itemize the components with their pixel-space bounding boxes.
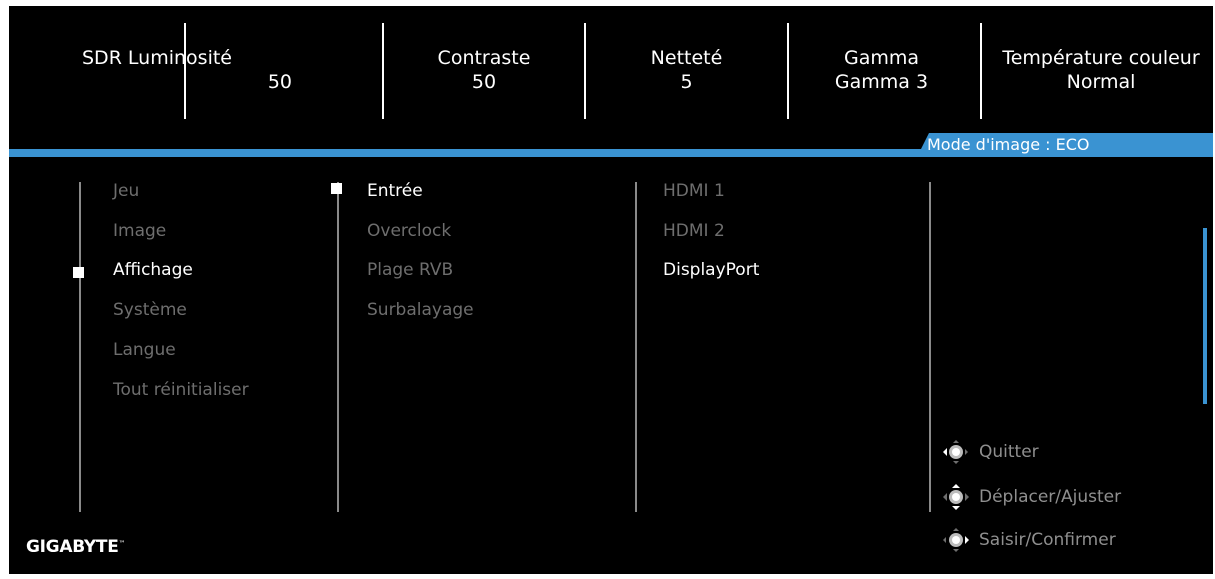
joystick-move-icon [943, 484, 969, 510]
top-item-label: Contraste [437, 47, 531, 69]
main-menu-item-game[interactable]: Jeu [113, 181, 140, 201]
top-divider [980, 23, 982, 119]
top-item-value: 50 [267, 71, 292, 93]
main-menu-item-language[interactable]: Langue [113, 340, 176, 360]
joystick-press-icon [943, 528, 969, 552]
top-item-label: Netteté [650, 47, 723, 69]
top-item-value: 50 [471, 71, 497, 93]
column-divider [635, 182, 637, 512]
sub-menu-item-overscan[interactable]: Surbalayage [367, 300, 474, 320]
top-item-sharpness[interactable]: Netteté 5 [604, 46, 769, 94]
top-divider [184, 23, 186, 119]
top-item-value: Normal [1066, 71, 1136, 93]
top-item-label: SDR Luminosité [82, 47, 232, 69]
top-item-value: 5 [680, 71, 693, 93]
gigabyte-logo: GIGABYTE™ [26, 537, 126, 557]
option-hdmi-1[interactable]: HDMI 1 [663, 181, 725, 201]
main-menu-item-picture[interactable]: Image [113, 221, 167, 241]
picture-mode-tab [917, 133, 1213, 157]
column-divider [929, 182, 931, 512]
main-menu-item-reset-all[interactable]: Tout réinitialiser [113, 380, 249, 400]
selection-marker [331, 183, 342, 194]
hint-move-adjust: Déplacer/Ajuster [941, 483, 1121, 511]
hint-label: Déplacer/Ajuster [979, 487, 1122, 507]
top-item-value: Gamma 3 [834, 71, 929, 93]
hint-enter-confirm: Saisir/Confirmer [941, 526, 1116, 554]
column-divider [79, 182, 81, 512]
scrollbar[interactable] [1203, 228, 1207, 404]
top-divider [382, 23, 384, 119]
top-divider [787, 23, 789, 119]
top-item-label: Température couleur [1002, 47, 1200, 69]
accent-bar [9, 149, 1213, 157]
logo-text: GIGABYTE [26, 537, 119, 557]
hint-label: Quitter [979, 442, 1039, 462]
main-menu-item-display[interactable]: Affichage [113, 260, 193, 280]
column-divider [337, 182, 339, 512]
hint-exit: Quitter [941, 438, 1039, 466]
joystick-left-icon [943, 440, 968, 464]
top-item-contrast[interactable]: Contraste 50 [399, 46, 569, 94]
option-displayport[interactable]: DisplayPort [663, 260, 760, 280]
hint-label: Saisir/Confirmer [979, 530, 1116, 550]
top-item-label: Gamma [843, 47, 920, 69]
sub-menu-item-rgb-range[interactable]: Plage RVB [367, 260, 454, 280]
selection-marker [73, 267, 84, 278]
osd-menu: SDR Luminosité 50 Contraste 50 Netteté 5… [9, 6, 1213, 574]
main-menu-item-system[interactable]: Système [113, 300, 187, 320]
top-item-gamma[interactable]: Gamma Gamma 3 [804, 46, 959, 94]
sub-menu-item-input[interactable]: Entrée [367, 181, 423, 201]
sub-menu-item-overclock[interactable]: Overclock [367, 221, 452, 241]
logo-tm: ™ [118, 539, 126, 548]
top-divider [584, 23, 586, 119]
top-item-color-temperature[interactable]: Température couleur Normal [989, 46, 1213, 94]
picture-mode-label: Mode d'image : ECO [927, 135, 1090, 154]
option-hdmi-2[interactable]: HDMI 2 [663, 221, 725, 241]
top-item-brightness[interactable]: SDR Luminosité 50 [82, 46, 292, 94]
